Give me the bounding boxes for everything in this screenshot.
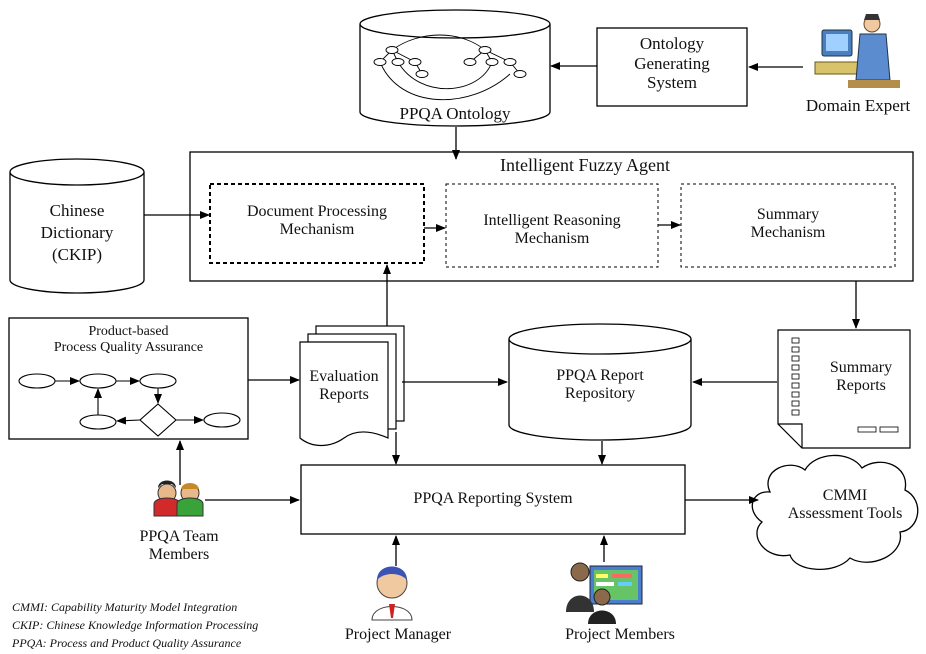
pbpqa-label: Product-based Process Quality Assurance xyxy=(53,324,204,356)
document-stack-icon xyxy=(299,325,405,447)
project-manager-label: Project Manager xyxy=(344,626,452,643)
domain-expert-label: Domain Expert xyxy=(805,96,911,115)
intelligent-reasoning-label: Intelligent Reasoning Mechanism xyxy=(483,212,621,248)
chinese-dictionary-label: Chinese Dictionary (CKIP) xyxy=(40,201,114,265)
ontology-generating-system-box xyxy=(596,27,748,107)
intelligent-fuzzy-agent-label: Intelligent Fuzzy Agent xyxy=(500,155,670,175)
legend-ppqa: PPQA: Process and Product Quality Assura… xyxy=(12,636,242,650)
evaluation-reports-label: Evaluation Reports xyxy=(309,368,379,404)
document-processing-label: Document Processing Mechanism xyxy=(247,203,387,239)
ppqa-report-repository-label: PPQA Report Repository xyxy=(556,367,644,403)
flowchart-icon xyxy=(18,373,241,437)
ppqa-ontology-database-icon xyxy=(359,9,551,127)
legend-ckip: CKIP: Chinese Knowledge Information Proc… xyxy=(12,618,259,632)
ontology-generating-system-label: Ontology Generating System xyxy=(634,34,710,93)
team-members-icon xyxy=(153,480,204,517)
ppqa-ontology-label: PPQA Ontology xyxy=(399,104,511,123)
ppqa-reporting-system-box xyxy=(300,464,686,535)
ppqa-report-repository-database-icon xyxy=(508,323,692,441)
intelligent-reasoning-box xyxy=(445,183,659,268)
ppqa-team-members-label: PPQA Team Members xyxy=(139,528,219,564)
cmmi-assessment-tools-label: CMMI Assessment Tools xyxy=(787,487,903,523)
legend-cmmi: CMMI: Capability Maturity Model Integrat… xyxy=(12,600,238,614)
project-members-icon xyxy=(566,562,643,624)
project-members-label: Project Members xyxy=(565,626,675,643)
report-document-icon xyxy=(777,329,911,449)
summary-mechanism-box xyxy=(680,183,896,268)
summary-mechanism-label: Summary Mechanism xyxy=(750,206,826,242)
project-manager-icon xyxy=(371,566,413,621)
summary-reports-label: Summary Reports xyxy=(829,359,893,395)
ppqa-reporting-system-label: PPQA Reporting System xyxy=(413,490,573,507)
chinese-dictionary-database-icon xyxy=(9,158,145,294)
document-processing-box xyxy=(209,183,425,264)
cloud-icon xyxy=(751,454,919,570)
domain-expert-icon xyxy=(814,14,900,88)
